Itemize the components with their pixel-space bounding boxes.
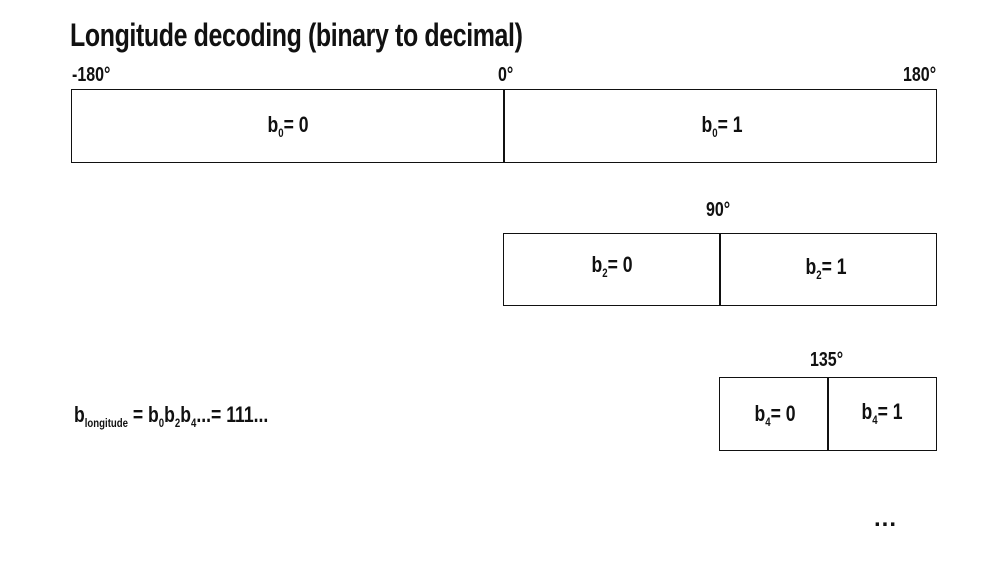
cell-b0-zero: b0= 0 [267, 112, 309, 140]
cell-b2-zero: b2= 0 [591, 252, 633, 280]
page-title: Longitude decoding (binary to decimal) [70, 17, 523, 53]
cell-b4-one: b4= 1 [861, 399, 903, 427]
divider-level-0 [503, 90, 505, 162]
divider-level-4 [827, 378, 829, 450]
interval-box-level-4: b4= 0 b4= 1 [719, 377, 937, 451]
tick-label-180: 180° [903, 64, 937, 86]
cell-b2-one: b2= 1 [805, 254, 847, 282]
cell-b0-one: b0= 1 [701, 112, 743, 140]
cell-b4-zero: b4= 0 [754, 401, 796, 429]
tick-label-90: 90° [706, 199, 731, 221]
continuation-ellipsis: ... [874, 505, 898, 532]
tick-label-zero: 0° [498, 64, 514, 86]
tick-label-135: 135° [810, 349, 844, 371]
longitude-bits-formula: blongitude = b0b2b4...= 111... [74, 402, 269, 430]
divider-level-2 [719, 234, 721, 305]
interval-box-level-2: b2= 0 b2= 1 [503, 233, 937, 306]
interval-box-level-0: b0= 0 b0= 1 [71, 89, 937, 163]
tick-label-minus-180: -180° [72, 64, 111, 86]
